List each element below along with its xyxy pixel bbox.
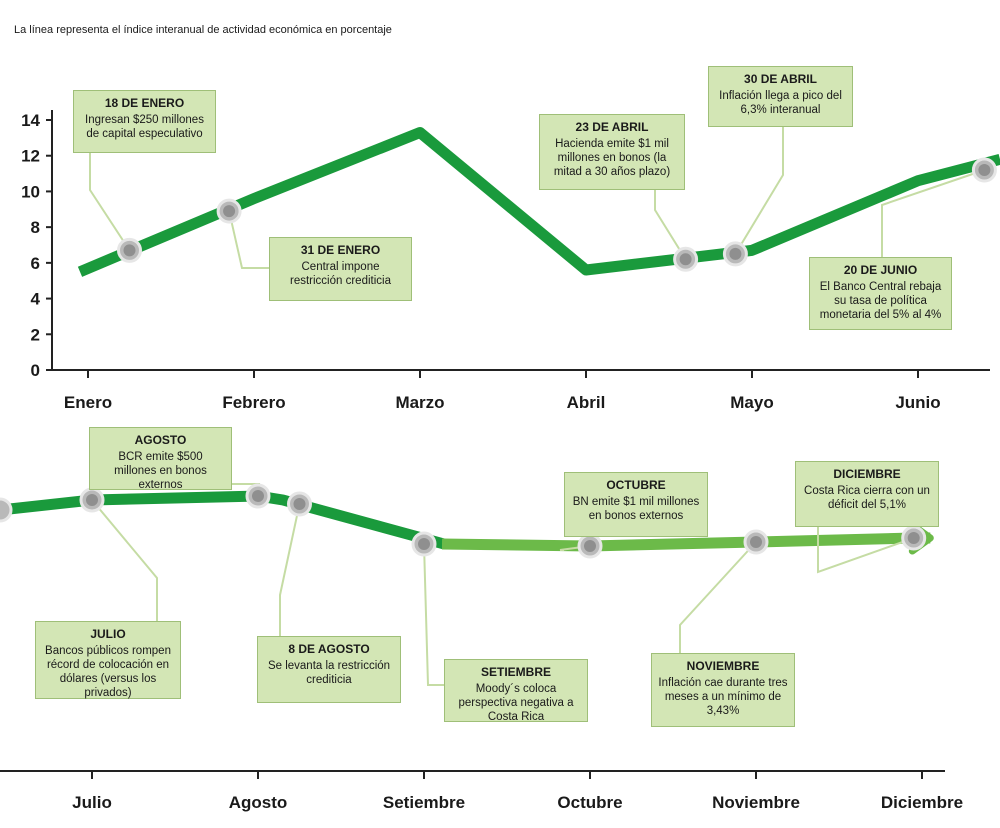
event-marker-dot [584,540,596,552]
event-connector [734,127,784,255]
event-text: Bancos públicos rompen récord de colocac… [45,645,171,699]
x-tick-label-top: Enero [64,393,112,412]
y-tick-label: 0 [31,361,40,380]
event-note-30-abril: 30 DE ABRIL Inflación llega a pico del 6… [708,66,853,127]
event-text: BN emite $1 mil millones en bonos extern… [572,496,700,522]
event-marker-dot [907,532,920,544]
event-date: AGOSTO [134,433,187,447]
y-tick-label: 14 [21,111,40,130]
event-marker-dot [293,498,306,510]
event-marker-dot [223,205,236,218]
x-tick-label-bottom: Agosto [229,793,288,812]
event-date: 31 DE ENERO [300,243,381,257]
x-tick-label-bottom: Setiembre [383,793,465,812]
event-note-20-junio: 20 DE JUNIO El Banco Central rebaja su t… [809,257,952,330]
event-marker-dot [679,253,692,266]
event-note-diciembre: DICIEMBRE Costa Rica cierra con un défic… [795,461,939,527]
y-tick-label: 12 [21,147,40,166]
event-text: Ingresan $250 millones de capital especu… [85,114,204,140]
x-tick-label-bottom: Noviembre [712,793,800,812]
event-connector [679,541,757,653]
event-note-8-agosto: 8 DE AGOSTO Se levanta la restricción cr… [257,636,401,703]
y-tick-label: 10 [21,182,40,201]
event-date: JULIO [90,627,126,641]
event-marker-dot [978,164,991,176]
event-text: Costa Rica cierra con un déficit del 5,1… [804,485,930,511]
event-date: DICIEMBRE [833,467,901,481]
event-note-julio: JULIO Bancos públicos rompen récord de c… [35,621,181,699]
event-marker-dot [252,490,264,502]
x-tick-label-top: Marzo [395,393,444,412]
event-text: El Banco Central rebaja su tasa de polít… [819,281,942,321]
event-note-octubre: OCTUBRE BN emite $1 mil millones en bono… [564,472,708,537]
event-connector [654,190,687,260]
event-text: Central impone restricción crediticia [290,261,391,287]
series-line-bottom-light [441,532,931,552]
event-note-23-abril: 23 DE ABRIL Hacienda emite $1 mil millon… [539,114,685,190]
event-date: 30 DE ABRIL [744,72,817,86]
event-note-noviembre: NOVIEMBRE Inflación cae durante tres mes… [651,653,795,727]
event-date: 18 DE ENERO [104,96,185,110]
event-date: 8 DE AGOSTO [288,642,370,656]
event-text: Inflación llega a pico del 6,3% interanu… [719,90,842,116]
event-connector [91,499,158,621]
series-line-top [77,127,1000,277]
x-tick-label-bottom: Julio [72,793,112,812]
event-date: SETIEMBRE [480,665,551,679]
event-note-18-enero: 18 DE ENERO Ingresan $250 millones de ca… [73,90,216,153]
event-note-31-enero: 31 DE ENERO Central impone restricción c… [269,237,412,301]
event-text: Inflación cae durante tres meses a un mí… [658,677,788,717]
event-connector [89,152,131,251]
event-connector [881,169,985,258]
event-marker-dot [418,538,430,550]
event-text: Se levanta la restricción crediticia [267,660,391,686]
y-tick-label: 6 [31,254,40,273]
y-tick-label: 8 [31,218,40,237]
event-date: 23 DE ABRIL [575,120,649,134]
y-tick-label: 2 [31,325,40,344]
event-connector [228,210,270,269]
event-text: Hacienda emite $1 mil millones en bonos … [553,138,671,178]
event-connector [817,527,915,574]
event-marker-dot [729,247,742,260]
event-connector [423,543,444,686]
event-text: Moody´s coloca perspectiva negativa a Co… [458,683,574,723]
event-date: OCTUBRE [606,478,666,492]
event-note-agosto: AGOSTO BCR emite $500 millones en bonos … [89,427,232,491]
event-date: NOVIEMBRE [686,659,760,673]
x-tick-label-top: Abril [567,393,606,412]
event-marker [0,497,13,523]
event-date: 20 DE JUNIO [843,263,918,277]
event-marker-dot [86,494,98,506]
x-tick-label-top: Junio [895,393,940,412]
chart-subtitle: La línea representa el índice interanual… [14,24,392,36]
x-tick-label-top: Mayo [730,393,773,412]
x-tick-label-bottom: Octubre [557,793,622,812]
y-tick-label: 4 [31,290,41,309]
x-tick-label-top: Febrero [222,393,285,412]
event-marker-dot [750,536,762,548]
series-line-bottom-dark [0,490,446,550]
event-marker-dot [123,244,136,257]
event-text: BCR emite $500 millones en bonos externo… [114,451,207,491]
event-note-setiembre: SETIEMBRE Moody´s coloca perspectiva neg… [444,659,588,723]
x-tick-label-bottom: Diciembre [881,793,963,812]
event-connector [279,503,301,636]
